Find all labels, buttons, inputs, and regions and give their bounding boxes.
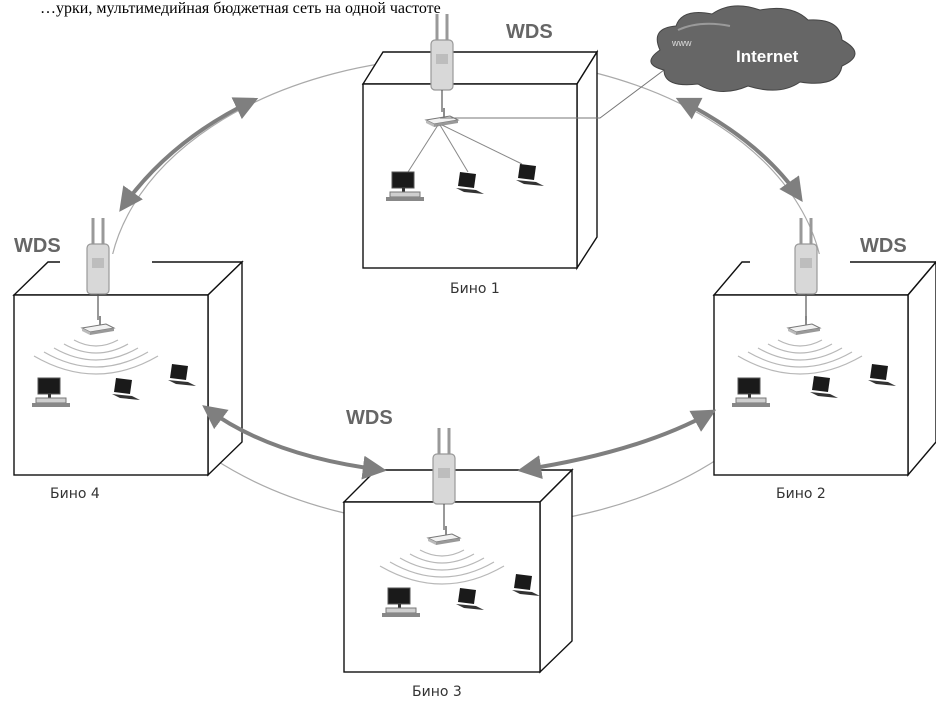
building-4: [12, 260, 244, 477]
wds-link-arrow: [675, 97, 803, 202]
internet-label: Internet: [736, 47, 799, 66]
building-4-label: Бино 4: [50, 486, 100, 502]
wds-label-bottom: WDS: [346, 407, 393, 429]
wds-antenna-left: [85, 216, 111, 296]
building-3: [342, 468, 574, 674]
wds-link-arrow: [517, 409, 717, 479]
internet-link: [440, 57, 681, 119]
building-2: [712, 260, 936, 477]
wds-antenna-right: [793, 216, 819, 296]
building-1: [361, 49, 599, 271]
internet-cloud-icon: [650, 5, 856, 92]
wds-antenna-bottom: [431, 426, 457, 506]
building-1-label: Бино 1: [450, 281, 500, 297]
wds-label-right: WDS: [860, 235, 907, 257]
building-2-label: Бино 2: [776, 486, 826, 502]
building-3-label: Бино 3: [412, 684, 462, 700]
wds-label-top: WDS: [506, 21, 553, 43]
wds-link-arrow: [119, 97, 259, 212]
www-label: www: [671, 38, 692, 48]
wds-label-left: WDS: [14, 235, 61, 257]
wds-link-arrow: [202, 405, 387, 480]
header-text: …урки, мультимедийная бюджетная сеть на …: [40, 0, 441, 17]
wds-antenna-top: [429, 12, 455, 92]
